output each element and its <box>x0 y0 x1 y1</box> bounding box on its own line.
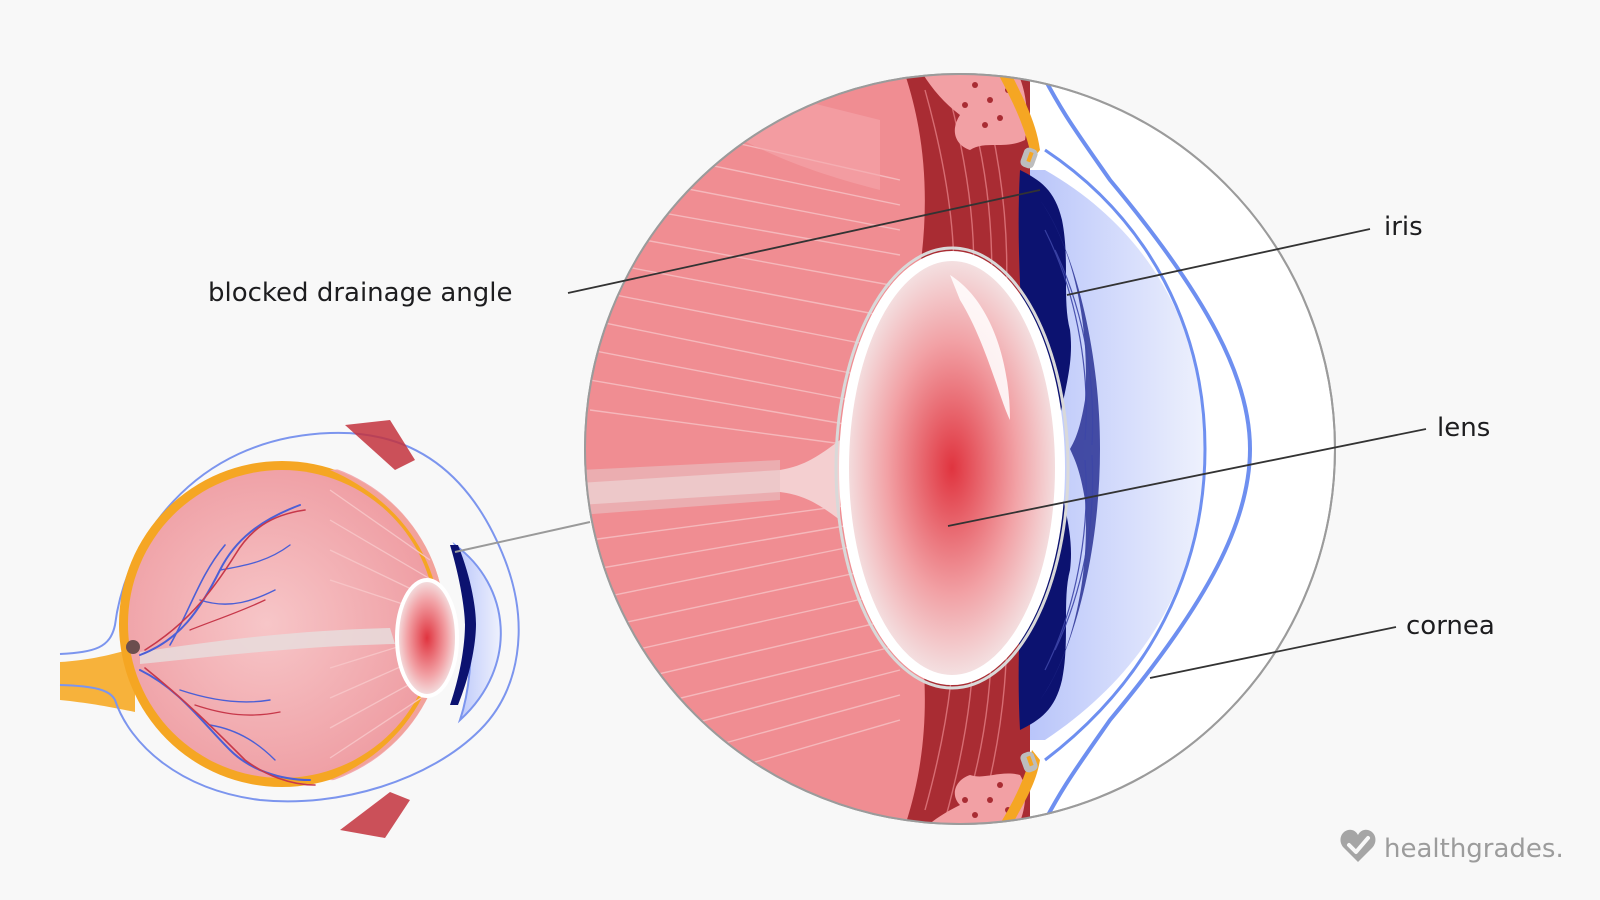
small-eye-globe <box>128 470 436 778</box>
small-lens <box>395 578 459 698</box>
small-eye-cross-section <box>59 420 520 838</box>
retinal-vessels <box>139 504 316 786</box>
lens <box>839 251 1065 685</box>
leader-blocked-drainage-angle <box>567 189 1041 294</box>
sclera-top <box>995 74 1040 160</box>
label-cornea: cornea <box>1406 611 1495 641</box>
label-blocked-drainage-angle: blocked drainage angle <box>208 278 512 308</box>
leader-lens <box>947 428 1427 527</box>
sclera-bottom <box>995 750 1040 824</box>
label-lens: lens <box>1437 413 1490 443</box>
label-iris: iris <box>1384 212 1423 242</box>
brand-logo: healthgrades. <box>1340 829 1564 864</box>
leader-cornea <box>1149 626 1397 679</box>
anterior-chamber <box>1030 170 1205 740</box>
leader-iris <box>1066 228 1371 296</box>
small-iris <box>450 545 476 705</box>
trabecular-meshwork-top <box>915 74 1027 150</box>
heart-check-icon <box>1340 829 1376 862</box>
cornea-outer-surface <box>1033 74 1253 824</box>
magnified-drainage-view <box>584 73 1336 825</box>
zoom-connector-line <box>454 521 591 553</box>
optic-nerve <box>60 648 135 712</box>
brand-name: healthgrades. <box>1384 834 1564 864</box>
